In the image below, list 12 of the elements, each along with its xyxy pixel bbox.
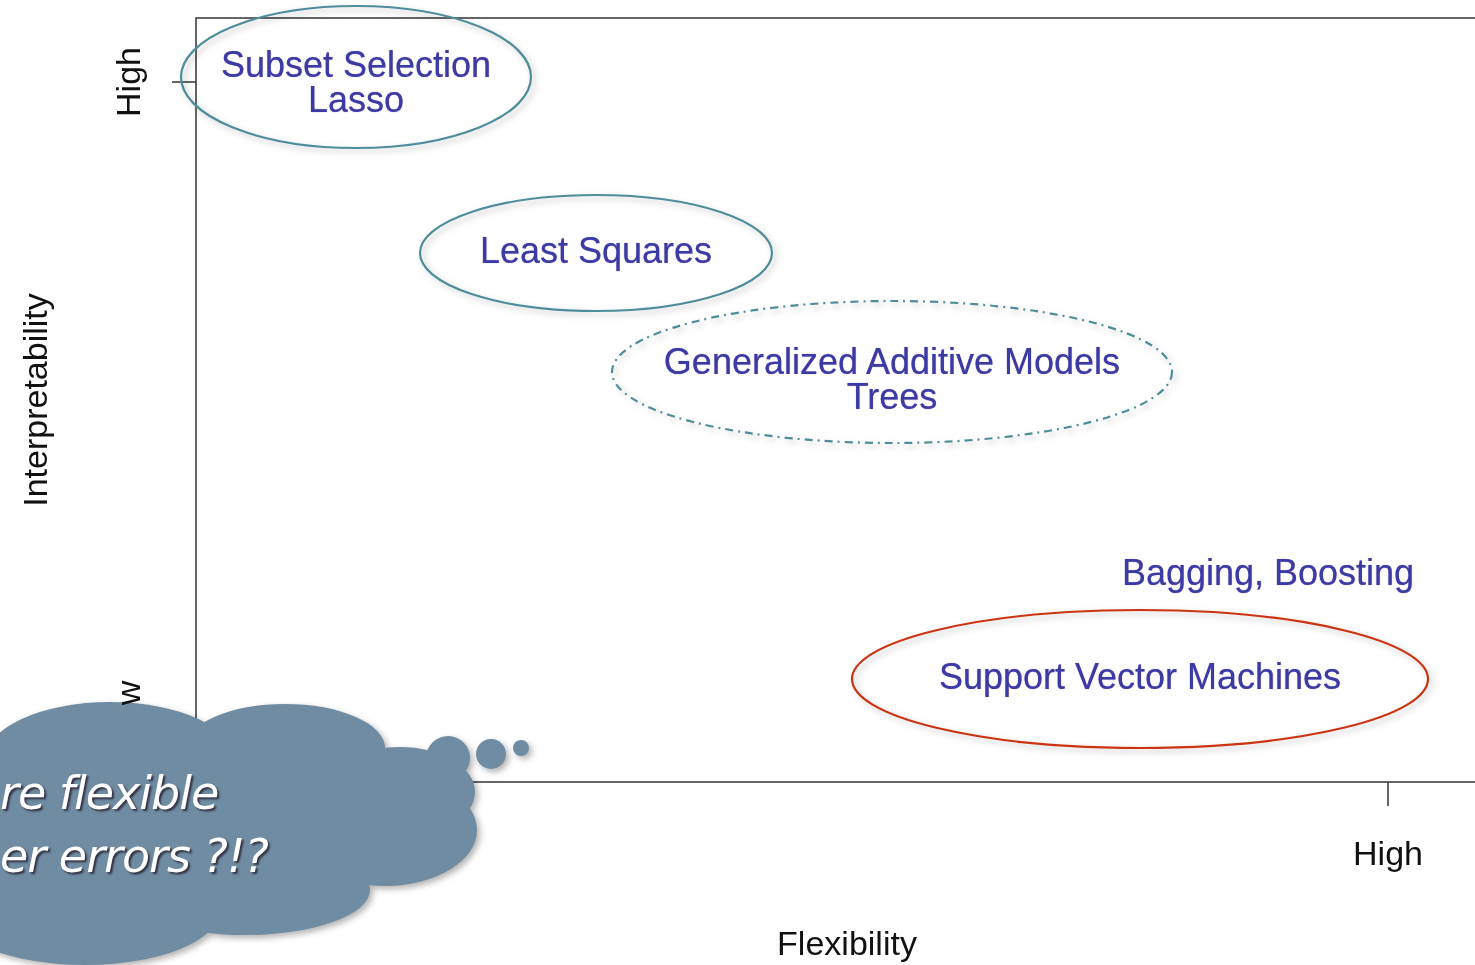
thought-text: re flexible (0, 766, 219, 820)
axis-title: Flexibility (777, 923, 917, 963)
axis-tick-label: High (1353, 833, 1423, 873)
method-label: Least Squares (478, 233, 714, 269)
axis-tick-label: w (108, 680, 148, 706)
axis-tick-label: High (108, 47, 148, 117)
method-label: Support Vector Machines (937, 659, 1343, 695)
method-label: Subset Selection Lasso (219, 47, 493, 118)
thought-text: er errors ?!? (0, 829, 268, 883)
method-label: Bagging, Boosting (1121, 552, 1415, 594)
axis-title: Interpretability (15, 293, 55, 507)
method-label: Generalized Additive Models Trees (662, 344, 1122, 415)
